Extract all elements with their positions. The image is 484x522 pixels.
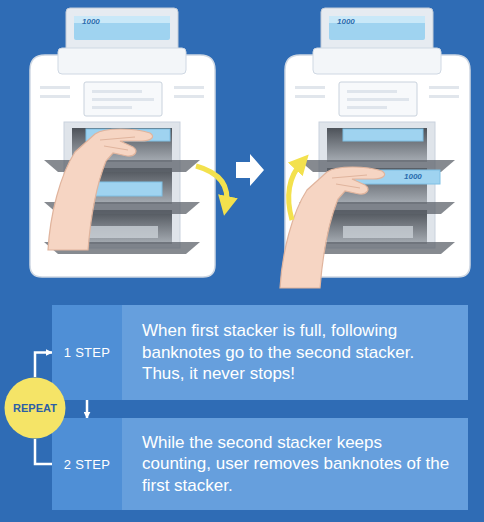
- hand: [280, 167, 385, 288]
- step-description: When first stacker is full, following ba…: [142, 320, 454, 385]
- flow-connector: [86, 400, 89, 418]
- curved-arrow: [196, 166, 227, 206]
- step-label: REPEAT: [13, 402, 57, 414]
- step-description: While the second stacker keeps counting,…: [142, 432, 454, 497]
- banknote-value: 1000: [337, 18, 355, 26]
- curved-arrow: [289, 162, 302, 220]
- description-box: When first stacker is full, following ba…: [122, 305, 468, 400]
- step-label: 2 STEP: [64, 457, 111, 472]
- counter-machine: [30, 8, 215, 277]
- step-box: 2 STEP: [52, 418, 122, 510]
- banknote: [343, 129, 423, 141]
- step-arrow: [236, 154, 264, 186]
- step-box: 1 STEP: [52, 305, 122, 400]
- flow-connector: [35, 439, 52, 464]
- repeat-circle: REPEAT: [4, 377, 66, 439]
- hand: [48, 129, 153, 250]
- description-box: While the second stacker keeps counting,…: [122, 418, 468, 510]
- banknote-value: 1000: [404, 173, 422, 181]
- banknote: [88, 182, 162, 196]
- flow-connector: [35, 353, 52, 378]
- banknote-value: 1000: [82, 18, 100, 26]
- step-label: 1 STEP: [64, 345, 111, 360]
